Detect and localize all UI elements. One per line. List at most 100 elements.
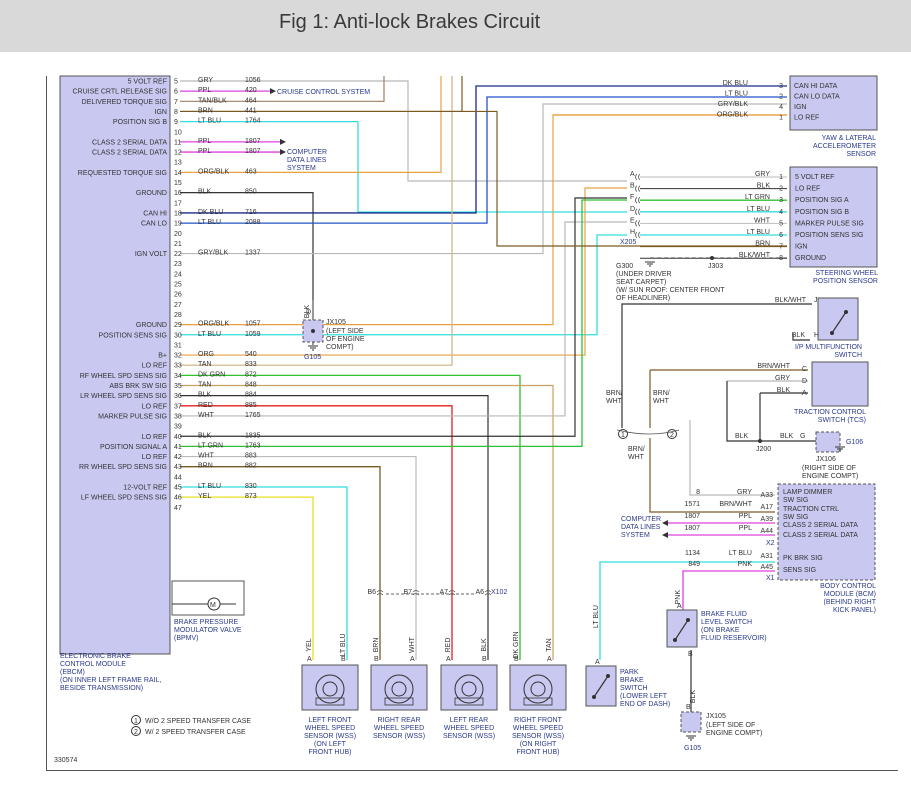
ebcm-circuit-number: 1807: [245, 138, 261, 145]
sensor-core-icon: [391, 681, 407, 697]
page-title: Fig 1: Anti-lock Brakes Circuit: [279, 11, 541, 33]
ebcm-wire-color: ORG/BLK: [198, 168, 229, 175]
ebcm-wire-color: PPL: [198, 148, 211, 155]
yaw-pin-number: 3: [779, 83, 783, 90]
ebcm-circuit-number: 1765: [245, 412, 261, 419]
bcm-circuit: 849: [688, 561, 700, 568]
wire-position-sig-a: [180, 199, 627, 448]
sensor-ring-icon: [315, 674, 345, 704]
wire-steering-ign: [180, 110, 787, 247]
bcm-circuit: 1134: [685, 550, 700, 557]
bcm-x2: X2: [766, 540, 775, 547]
mux-bracket: [616, 429, 680, 435]
ebcm-circuit-number: 833: [245, 361, 257, 368]
jx105b-connector: [680, 711, 702, 733]
ebcm-name-line: ELECTRONIC BRAKE: [60, 653, 131, 660]
steering-wire-color: BLK: [757, 183, 771, 190]
ebcm-pin-label: LO REF: [142, 363, 167, 370]
steering-wire-color: LT BLU: [747, 229, 770, 236]
g300-label-line: (UNDER DRIVER: [616, 271, 672, 278]
park-name-line: END OF DASH): [620, 701, 670, 708]
wire-lr-wss: [180, 395, 489, 660]
yaw-wire-color: DK BLU: [723, 80, 748, 87]
connector-symbol: [484, 590, 492, 596]
steering-pin-label: POSITION SIG A: [795, 197, 849, 204]
title-bar: Fig 1: Anti-lock Brakes Circuit: [0, 0, 911, 52]
ebcm-name-line: (EBCM): [60, 669, 85, 676]
arrow-class2-2: [280, 149, 286, 156]
ebcm-pin-label: LO REF: [142, 403, 167, 410]
arrow-cruise: [270, 88, 276, 95]
ebcm-circuit-number: 848: [245, 382, 257, 389]
ebcm-pin-label: CLASS 2 SERIAL DATA: [92, 139, 167, 146]
ipmulti-pin: J: [814, 297, 818, 304]
ebcm-pin-number: 41: [174, 444, 182, 451]
ebcm-pin-number: 23: [174, 261, 182, 268]
sensor-ring-icon: [454, 674, 484, 704]
ebcm-pin-number: 33: [174, 363, 182, 370]
splice-dot: [673, 638, 677, 642]
park-switch-blade: [593, 675, 609, 698]
ipmulti-wire-color: BLK/WHT: [775, 297, 807, 304]
ebcm-pin-label: B+: [158, 353, 167, 360]
ipmulti-wire-color: BLK: [792, 332, 806, 339]
sensor-name-line: RIGHT FRONT: [514, 717, 562, 724]
jx106-pin: G: [800, 433, 805, 440]
ebcm-pin-label: LF WHEEL SPD SENS SIG: [81, 495, 167, 502]
steering-conn-letter: A: [630, 171, 635, 178]
ebcm-pin-label: DELIVERED TORQUE SIG: [82, 99, 167, 106]
steering-pin-number: 8: [779, 255, 783, 262]
x205-label: X205: [620, 239, 636, 246]
ebcm-pin-number: 14: [174, 170, 182, 177]
ebcm-wire-color: WHT: [198, 412, 215, 419]
wire-bcm-park: [599, 561, 775, 660]
computer-data-lines-label-line: COMPUTER: [287, 149, 327, 156]
connector-symbol: [635, 173, 641, 181]
jx106-wire-2: BLK: [780, 433, 794, 440]
connector-symbol: [635, 231, 641, 239]
ebcm-pin-label: CLASS 2 SERIAL DATA: [92, 150, 167, 157]
splice-dot: [830, 331, 834, 335]
ebcm-wire-color: BLK: [198, 392, 212, 399]
ebcm-pin-number: 37: [174, 403, 182, 410]
steering-wire-color: GRY: [755, 171, 770, 178]
sensor-wire-color: YEL: [306, 638, 313, 651]
mux-right-color-line: WHT: [653, 398, 670, 405]
ebcm-pin-number: 30: [174, 332, 182, 339]
connector-symbol: [635, 196, 641, 204]
sensor-name-line: SENSOR (WSS): [512, 733, 564, 740]
ebcm-wire-color: WHT: [198, 453, 215, 460]
ebcm-pin-label: REQUESTED TORQUE SIG: [78, 170, 167, 177]
traction-control-switch: [811, 361, 869, 407]
sensor-name-line: SENSOR (WSS): [373, 733, 425, 740]
g300-label-line: OF HEADLINER): [616, 295, 670, 302]
yaw-wire-color: ORG/BLK: [717, 112, 748, 119]
ebcm-name-line: CONTROL MODULE: [60, 661, 126, 668]
ebcm-pin-label: LO REF: [142, 454, 167, 461]
jx105b-label: JX105: [706, 713, 726, 720]
bcm-wire-color: BRN/WHT: [719, 501, 752, 508]
ebcm-pin-number: 17: [174, 200, 182, 207]
ebcm-wire-color: LT BLU: [198, 219, 221, 226]
wire-rr-wss: [180, 466, 381, 660]
wire-bcm-gry: [689, 420, 775, 496]
ebcm-pin-number: 7: [174, 99, 178, 106]
tcs-wire-color: BLK: [777, 387, 791, 394]
steering-conn-letter: E: [630, 217, 635, 224]
ebcm-pin-number: 34: [174, 373, 182, 380]
mux-out-color-line: BRN/: [628, 446, 645, 453]
figure-id: 330574: [54, 757, 77, 764]
sensor-wire-color: DK GRN: [513, 631, 520, 658]
ebcm-name-line: (ON INNER LEFT FRAME RAIL,: [60, 677, 161, 684]
ebcm-pin-label: CRUISE CRTL RELEASE SIG: [72, 89, 167, 96]
ebcm-pin-number: 31: [174, 342, 182, 349]
sensor-core-icon: [461, 681, 477, 697]
ebcm-wire-color: TAN: [198, 361, 211, 368]
note-circle: [667, 429, 677, 439]
bcm-label: SW SIG: [783, 514, 808, 521]
jx105-wire-color: BLK: [304, 305, 311, 319]
steering-conn-letter: D: [630, 206, 635, 213]
ip-multifunction-switch: [817, 297, 859, 341]
steering-wire-color: WHT: [754, 217, 771, 224]
